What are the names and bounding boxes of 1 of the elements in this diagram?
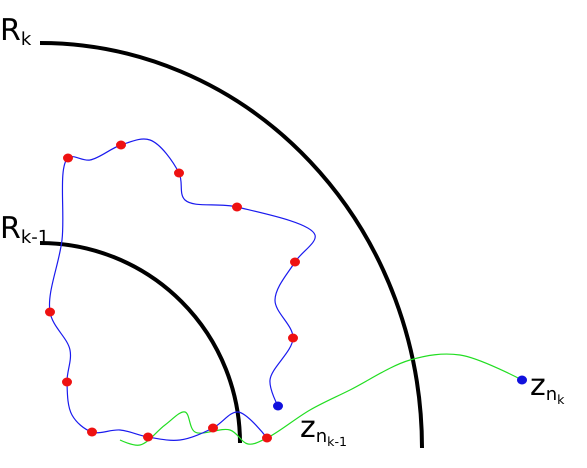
math-label: R$_{k}$ <box>0 16 32 46</box>
